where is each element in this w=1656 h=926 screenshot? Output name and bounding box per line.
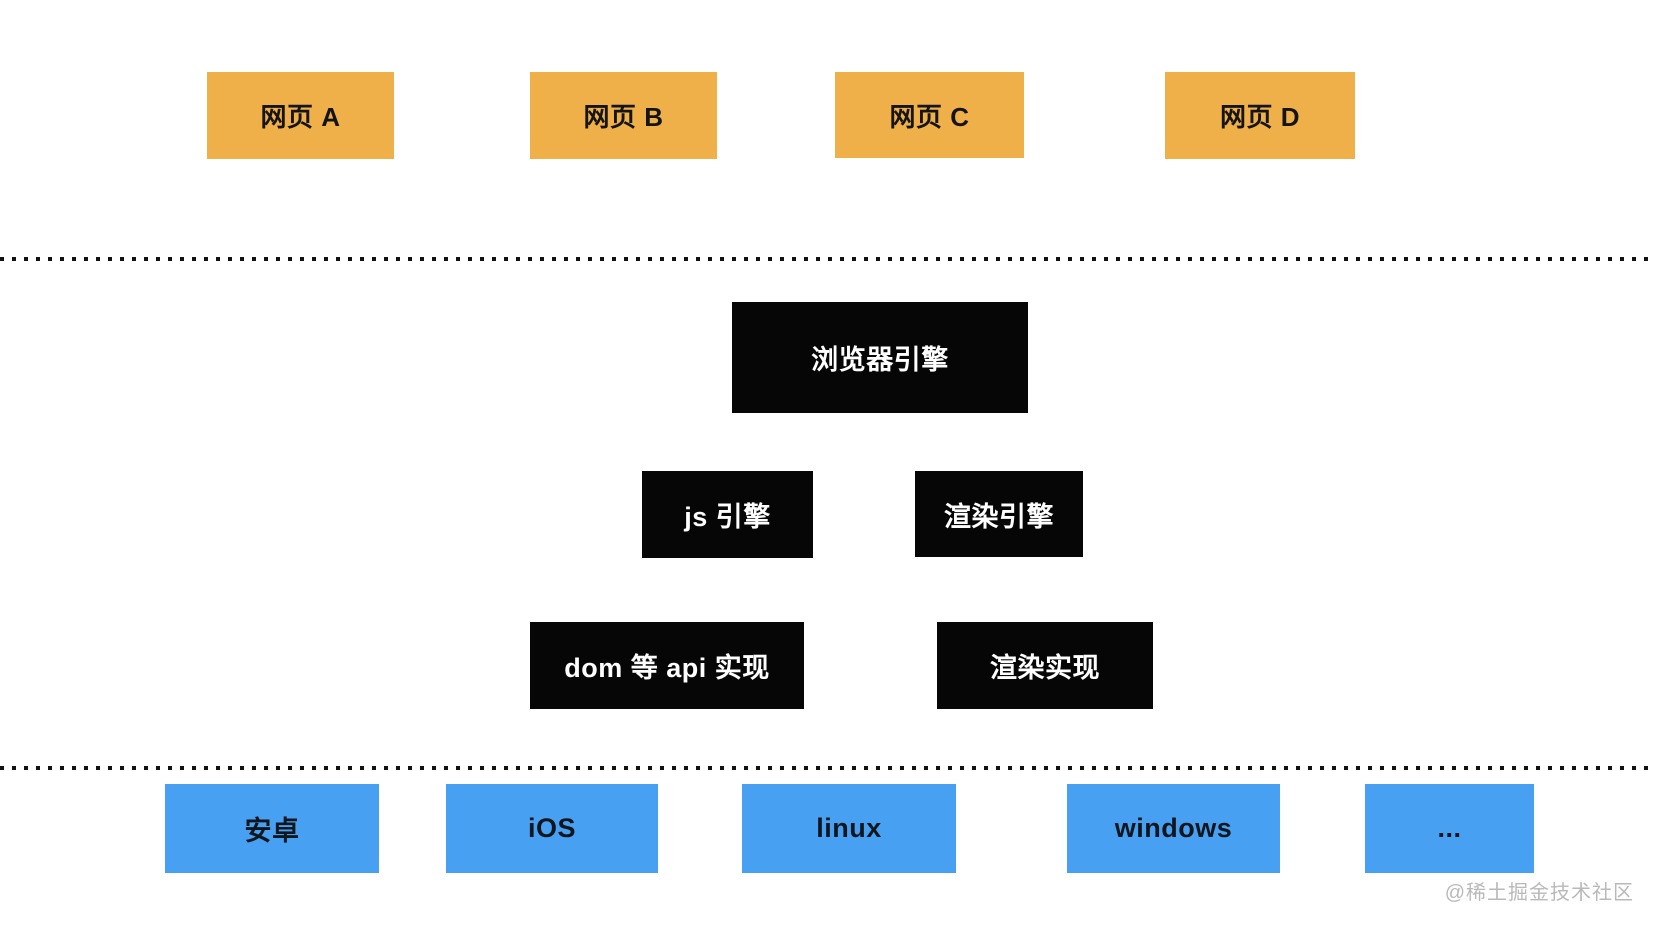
node-webpage-c-label: 网页 C [889,101,970,132]
node-render-implementation: 渲染实现 [937,622,1153,709]
node-os-ios-label: iOS [527,813,576,843]
node-webpage-c: 网页 C [835,72,1024,158]
node-render-engine-label: 渲染引擎 [944,501,1054,532]
node-os-linux: linux [742,784,956,873]
node-dom-api-implementation-label: dom 等 api 实现 [564,653,770,683]
node-os-more-label: ... [1437,813,1462,843]
node-browser-engine-label: 浏览器引擎 [811,345,949,375]
node-os-ios: iOS [446,784,658,873]
node-os-windows: windows [1067,784,1280,873]
node-webpage-b: 网页 B [530,72,717,159]
node-render-implementation-label: 渲染实现 [990,653,1100,683]
node-dom-api-implementation: dom 等 api 实现 [530,622,804,709]
node-os-android-label: 安卓 [244,816,300,846]
node-js-engine-label: js 引擎 [684,502,771,532]
node-render-engine: 渲染引擎 [915,471,1083,557]
separator-dotted-bottom [0,766,1656,770]
node-os-windows-label: windows [1114,813,1233,843]
separator-dotted-top [0,257,1656,261]
node-webpage-d: 网页 D [1165,72,1355,159]
node-os-android: 安卓 [165,784,379,873]
node-js-engine: js 引擎 [642,471,813,558]
node-os-more: ... [1365,784,1534,873]
node-browser-engine: 浏览器引擎 [732,302,1028,413]
node-webpage-b-label: 网页 B [583,102,664,132]
node-webpage-a: 网页 A [207,72,394,159]
node-webpage-a-label: 网页 A [260,102,341,132]
node-webpage-d-label: 网页 D [1219,102,1300,132]
node-os-linux-label: linux [816,813,882,843]
watermark: @稀土掘金技术社区 [1444,882,1634,904]
